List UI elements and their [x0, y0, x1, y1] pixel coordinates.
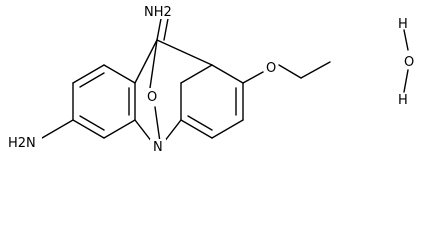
bond [180, 119, 213, 139]
nh2-top-mask [142, 4, 176, 19]
bond [156, 39, 213, 66]
bond [242, 71, 264, 84]
bond [163, 119, 182, 143]
oxygen-bridge-label: O [147, 90, 157, 105]
bond [149, 39, 158, 89]
bond [79, 72, 105, 88]
bond [72, 64, 105, 84]
bond [103, 119, 136, 139]
bond [41, 119, 74, 139]
bond [180, 64, 213, 84]
water-h-lower-label: H [398, 93, 408, 108]
bond [300, 61, 331, 79]
nh2-left-label: H2N [8, 136, 36, 151]
bond [154, 106, 161, 143]
bond [187, 115, 213, 131]
bond [403, 29, 409, 51]
bond [211, 119, 244, 139]
water-o-label: O [404, 55, 414, 70]
ethoxy-oxygen-label: O [266, 61, 276, 76]
oxygen-bridge-mask [145, 88, 158, 104]
bond [403, 69, 409, 93]
bond [134, 119, 153, 143]
bond [79, 115, 105, 131]
nitrogen-mask [150, 139, 166, 154]
ethoxy-oxygen-mask [264, 59, 278, 75]
chemical-structure: NH2 H2N O N O H O H [6, 4, 414, 155]
bond [211, 64, 244, 84]
nh2-top-label: NH2 [144, 5, 172, 20]
atom-labels: NH2 H2N O N O H O H [6, 4, 414, 155]
nitrogen-label: N [153, 140, 163, 155]
bond [278, 64, 302, 79]
bond [134, 39, 158, 84]
bond [72, 119, 105, 139]
nh2-left-mask [6, 135, 42, 150]
bond [103, 64, 136, 84]
bonds [41, 7, 409, 143]
water-h-upper-label: H [398, 17, 408, 32]
